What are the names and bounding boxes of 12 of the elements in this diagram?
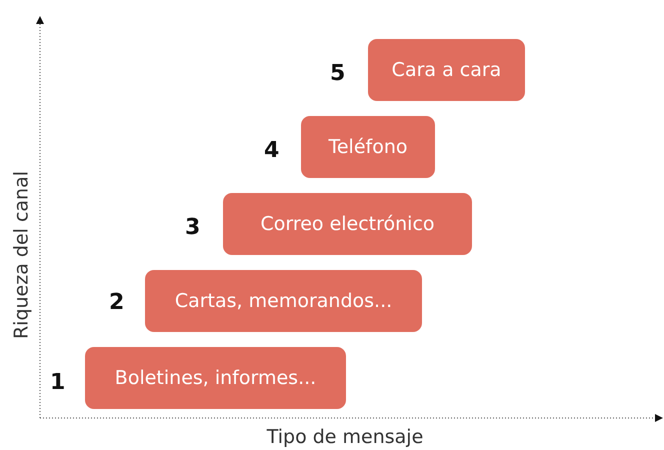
channel-box: Correo electrónico <box>223 193 472 255</box>
channel-box: Cara a cara <box>368 39 525 101</box>
channel-box: Cartas, memorandos... <box>145 270 422 332</box>
rank-number: 3 <box>185 217 200 239</box>
rank-number: 2 <box>109 292 124 314</box>
rank-number: 1 <box>50 372 66 394</box>
x-axis-title: Tipo de mensaje <box>266 428 424 447</box>
channel-box: Teléfono <box>301 116 435 178</box>
rank-number: 4 <box>264 140 280 162</box>
channel-box: Boletines, informes... <box>85 347 346 409</box>
y-axis-title: Riqueza del canal <box>12 170 32 340</box>
rank-number: 5 <box>330 63 346 85</box>
